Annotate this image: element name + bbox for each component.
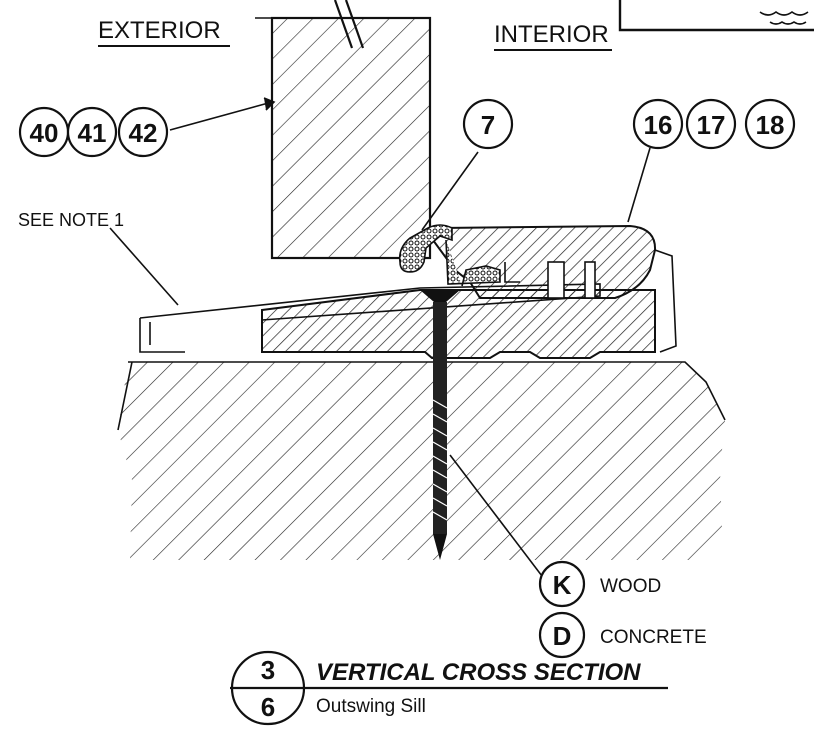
callout-k-text: K: [553, 570, 572, 600]
exterior-label: EXTERIOR: [98, 17, 221, 44]
section-subtitle: Outswing Sill: [316, 696, 426, 717]
callout-41-bubble: 41: [66, 106, 118, 158]
wood-label: WOOD: [600, 576, 661, 597]
callout-17-bubble: 17: [685, 98, 737, 150]
callout-41-text: 41: [78, 118, 107, 148]
corner-detail-fragment: [618, 0, 814, 32]
concrete-label: CONCRETE: [600, 627, 707, 648]
callout-16-bubble: 16: [632, 98, 684, 150]
callout-16-text: 16: [644, 110, 673, 140]
section-title: VERTICAL CROSS SECTION: [316, 659, 641, 686]
callout-42-bubble: 42: [117, 106, 169, 158]
leader-lines: [109, 97, 651, 581]
callout-42-text: 42: [129, 118, 158, 148]
callout-d-text: D: [553, 621, 572, 651]
see-note-label: SEE NOTE 1: [18, 210, 124, 230]
callout-7-text: 7: [481, 110, 495, 140]
interior-label: INTERIOR: [494, 21, 609, 48]
weatherstrip: [398, 224, 501, 287]
section-sheet: 6: [261, 692, 275, 722]
substrate: [117, 361, 726, 560]
fastener-screw: [420, 290, 460, 560]
callout-17-text: 17: [697, 110, 726, 140]
door-panel: [255, 0, 432, 260]
callout-18-text: 18: [756, 110, 785, 140]
callout-7-bubble: 7: [462, 98, 514, 150]
callout-k-bubble: K: [538, 560, 586, 608]
callout-40-bubble: 40: [18, 106, 70, 158]
callout-d-bubble: D: [538, 611, 586, 659]
callout-18-bubble: 18: [744, 98, 796, 150]
section-number: 3: [261, 655, 275, 685]
section-title-block: 3 6 VERTICAL CROSS SECTION Outswing Sill: [230, 650, 668, 726]
callout-40-text: 40: [30, 118, 59, 148]
